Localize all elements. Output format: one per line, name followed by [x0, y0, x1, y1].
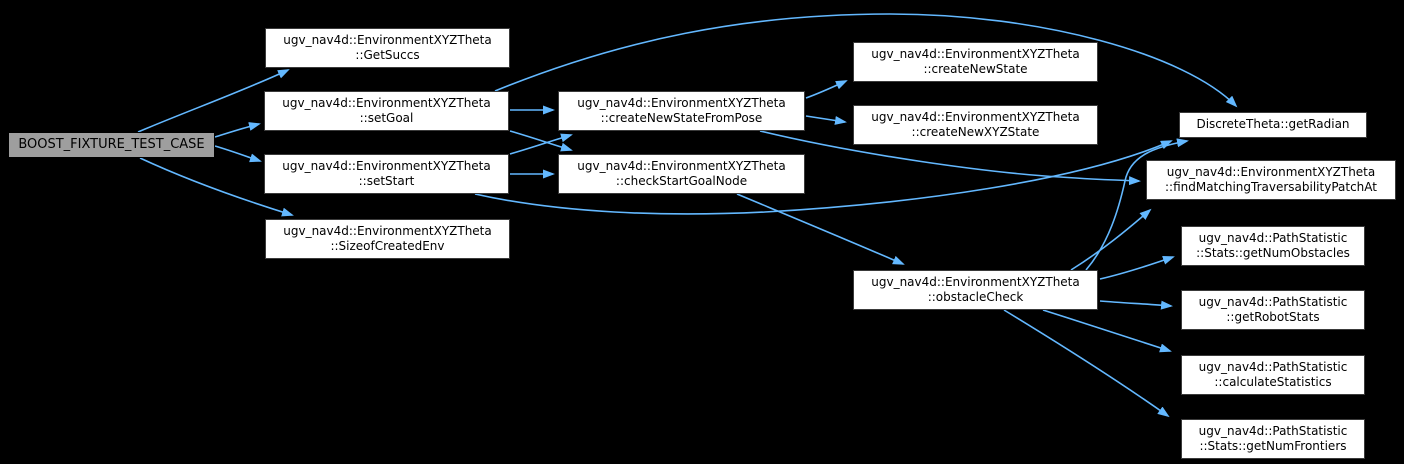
node-getrobotstats[interactable]: ugv_nav4d::PathStatistic::getRobotStats — [1181, 290, 1365, 330]
node-label-line: ugv_nav4d::EnvironmentXYZTheta — [577, 158, 786, 173]
node-getnumfrontiers[interactable]: ugv_nav4d::PathStatistic::Stats::getNumF… — [1181, 419, 1365, 459]
node-label-line: ::createNewXYZState — [911, 125, 1040, 139]
edge-obstaclecheck-getnumfrontiers — [1003, 309, 1170, 418]
node-label-line: ugv_nav4d::EnvironmentXYZTheta — [871, 274, 1080, 289]
node-label-line: ugv_nav4d::PathStatistic — [1198, 359, 1348, 374]
edge-setstart-createnewstatefrompose — [509, 133, 573, 155]
node-label-line: ::createNewState — [923, 62, 1028, 76]
node-calculatestatistics[interactable]: ugv_nav4d::PathStatistic::calculateStati… — [1181, 355, 1365, 395]
node-label-line: ::Stats::getNumFrontiers — [1199, 439, 1347, 453]
node-label-line: ::setGoal — [359, 111, 414, 125]
node-label-line: ::Stats::getNumObstacles — [1196, 246, 1350, 260]
node-label-line: ::checkStartGoalNode — [615, 174, 748, 188]
node-label-line: ::setStart — [358, 174, 415, 188]
edge-obstaclecheck-getradian — [1085, 138, 1189, 271]
edge-obstaclecheck-getnumobstacles — [1099, 256, 1175, 280]
node-setgoal[interactable]: ugv_nav4d::EnvironmentXYZTheta::setGoal — [264, 91, 509, 131]
node-label-line: ::findMatchingTraversabilityPatchAt — [1164, 180, 1377, 194]
node-obstaclecheck[interactable]: ugv_nav4d::EnvironmentXYZTheta::obstacle… — [853, 270, 1098, 310]
node-label-line: ugv_nav4d::PathStatistic — [1198, 230, 1348, 245]
edge-boost-fixture-test-case-getsuccs — [137, 69, 290, 133]
node-label-line: ::SizeofCreatedEnv — [330, 239, 445, 253]
node-label-line: ugv_nav4d::EnvironmentXYZTheta — [577, 95, 786, 110]
node-label-line: ::obstacleCheck — [927, 290, 1024, 304]
node-label-line: ugv_nav4d::EnvironmentXYZTheta — [871, 109, 1080, 124]
edge-obstaclecheck-findmatch — [1070, 208, 1152, 271]
node-label-line: ugv_nav4d::PathStatistic — [1198, 294, 1348, 309]
node-getradian[interactable]: DiscreteTheta::getRadian — [1179, 112, 1367, 138]
node-label-line: ugv_nav4d::EnvironmentXYZTheta — [282, 95, 491, 110]
node-label-line: ::createNewStateFromPose — [600, 111, 763, 125]
node-createnewxyzstate[interactable]: ugv_nav4d::EnvironmentXYZTheta::createNe… — [853, 105, 1098, 145]
node-findmatch[interactable]: ugv_nav4d::EnvironmentXYZTheta::findMatc… — [1146, 160, 1396, 200]
node-createnewstate[interactable]: ugv_nav4d::EnvironmentXYZTheta::createNe… — [853, 42, 1098, 82]
node-getsuccs[interactable]: ugv_nav4d::EnvironmentXYZTheta::GetSuccs — [265, 28, 510, 68]
edge-boost-fixture-test-case-setgoal — [214, 122, 261, 138]
edge-obstaclecheck-calculatestatistics — [1042, 309, 1172, 353]
node-label-line: ugv_nav4d::EnvironmentXYZTheta — [1166, 164, 1376, 179]
node-getnumobstacles[interactable]: ugv_nav4d::PathStatistic::Stats::getNumO… — [1181, 226, 1365, 266]
node-label-line: ::getRobotStats — [1226, 310, 1320, 324]
node-checkstartgoalnode[interactable]: ugv_nav4d::EnvironmentXYZTheta::checkSta… — [558, 154, 805, 194]
edge-createnewstatefrompose-createnewstate — [805, 80, 848, 99]
edge-boost-fixture-test-case-sizeofcreatedenv — [139, 157, 294, 217]
edge-obstaclecheck-getrobotstats — [1099, 300, 1173, 310]
edge-boost-fixture-test-case-setstart — [214, 145, 262, 163]
edge-checkstartgoalnode-obstaclecheck — [736, 193, 905, 265]
edge-setgoal-checkstartgoalnode — [509, 130, 573, 152]
node-label-line: ugv_nav4d::EnvironmentXYZTheta — [871, 46, 1080, 61]
node-createnewstatefrompose[interactable]: ugv_nav4d::EnvironmentXYZTheta::createNe… — [558, 91, 805, 131]
node-label-line: ugv_nav4d::EnvironmentXYZTheta — [282, 158, 491, 173]
edge-createnewstatefrompose-findmatch — [759, 130, 1141, 186]
node-label-line: DiscreteTheta::getRadian — [1196, 117, 1350, 132]
node-boost-fixture-test-case: BOOST_FIXTURE_TEST_CASE — [8, 132, 215, 158]
node-label-line: ::calculateStatistics — [1214, 375, 1332, 389]
edge-setstart-getradian — [474, 140, 1173, 215]
edge-createnewstatefrompose-createnewxyzstate — [805, 115, 847, 125]
node-label-line: ugv_nav4d::EnvironmentXYZTheta — [283, 223, 492, 238]
node-sizeofcreatedenv[interactable]: ugv_nav4d::EnvironmentXYZTheta::SizeofCr… — [265, 219, 510, 259]
edge-setgoal-getradian — [494, 13, 1238, 108]
node-label-line: BOOST_FIXTURE_TEST_CASE — [18, 137, 205, 153]
node-label-line: ugv_nav4d::EnvironmentXYZTheta — [283, 32, 492, 47]
node-setstart[interactable]: ugv_nav4d::EnvironmentXYZTheta::setStart — [264, 154, 509, 194]
node-label-line: ::GetSuccs — [355, 48, 420, 62]
node-label-line: ugv_nav4d::PathStatistic — [1198, 423, 1348, 438]
